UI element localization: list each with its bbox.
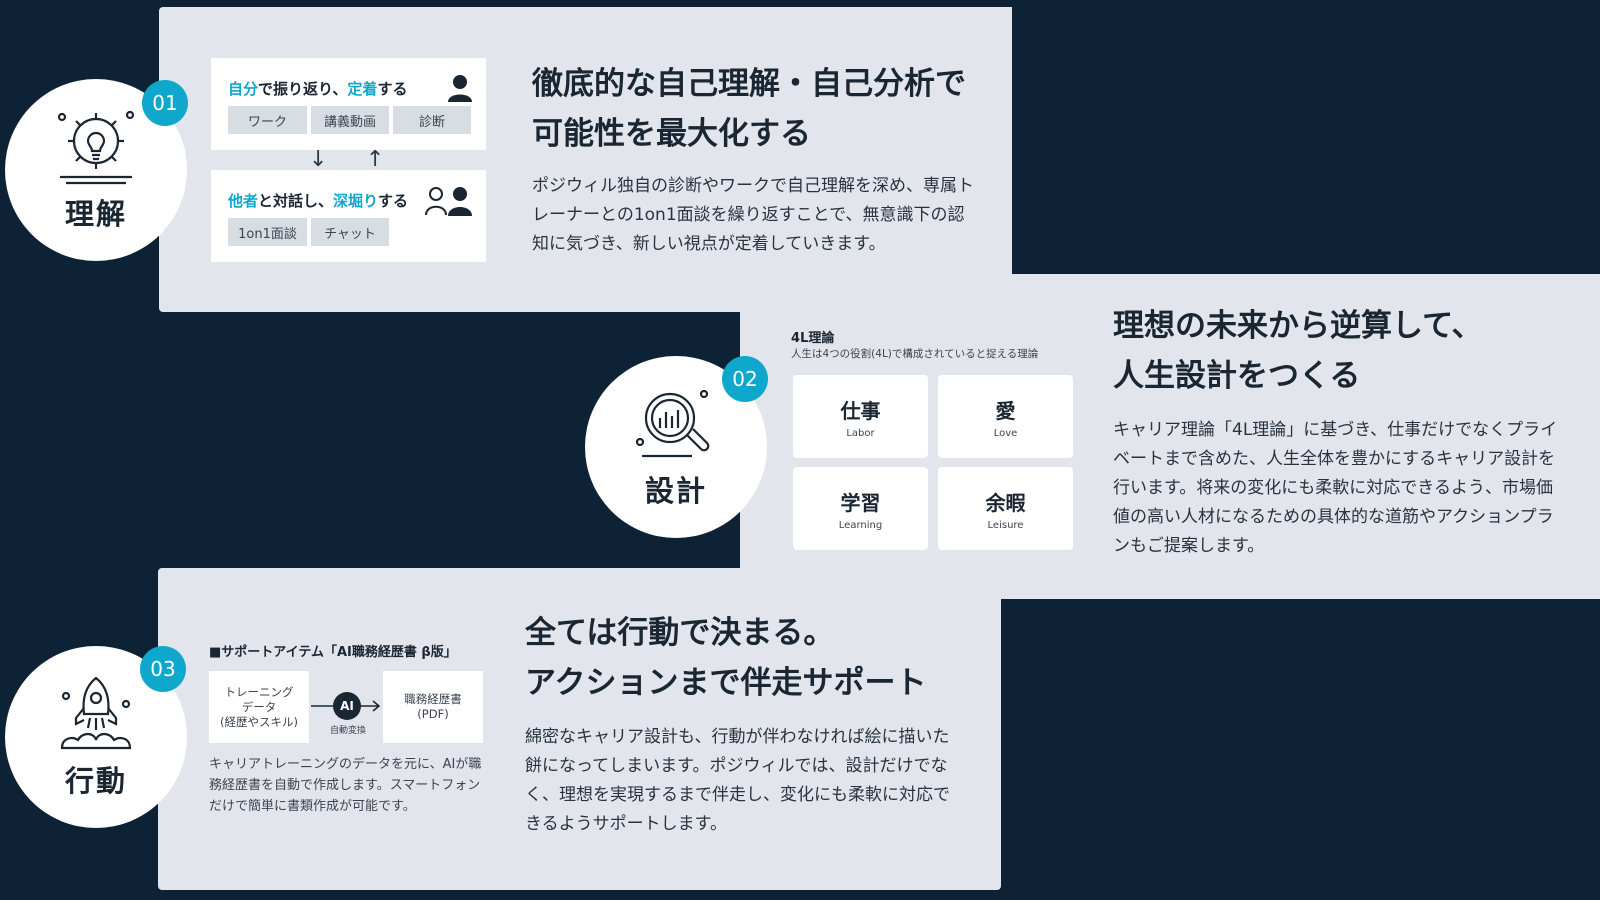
tag-1on1: 1on1面談 <box>228 218 307 246</box>
fourl-card-leisure: 余暇 Leisure <box>938 467 1073 550</box>
fourl-card-learning: 学習 Learning <box>793 467 928 550</box>
step1-number-badge: 01 <box>142 80 188 126</box>
step3-heading: 全ては行動で決まる。 アクションまで伴走サポート <box>525 615 927 701</box>
fourl-card-labor: 仕事 Labor <box>793 375 928 458</box>
self-reflection-title: 自分で振り返り、定着する <box>228 80 408 98</box>
arrow-down-icon: ↓ <box>309 147 328 172</box>
person-icon <box>448 75 472 102</box>
step2-body: キャリア理論「4L理論」に基づき、仕事だけでなくプライベートまで含めた、人生全体… <box>1113 420 1558 556</box>
resume-output-box: 職務経歴書 (PDF) <box>383 671 483 743</box>
step3-panel: ■サポートアイテム「AI職務経歴書 β版」 トレーニング データ (経歴やスキル… <box>158 568 1001 890</box>
tag-diagnosis: 診断 <box>393 106 471 134</box>
tag-lecture-video: 講義動画 <box>311 106 389 134</box>
step2-badge-circle: 設計 <box>585 356 767 538</box>
ai-badge: AI <box>333 692 361 720</box>
fourl-title: 4L理論 <box>791 331 835 346</box>
gear-bulb-icon <box>57 110 135 185</box>
rocket-icon <box>60 676 132 750</box>
step2-label: 設計 <box>644 474 707 508</box>
step2-heading: 理想の未来から逆算して、 人生設計をつくる <box>1113 308 1483 394</box>
step2-panel: 4L理論 人生は4つの役割(4L)で構成されていると捉える理論 仕事 Labor… <box>740 274 1600 599</box>
two-people-icon <box>425 187 472 216</box>
dialogue-card: 他者と対話し、深堀りする 1on1面談 チャット <box>211 170 486 262</box>
support-item-title: ■サポートアイテム「AI職務経歴書 β版」 <box>209 645 457 660</box>
step3-label: 行動 <box>64 764 127 798</box>
tag-chat: チャット <box>311 218 389 246</box>
step1-panel: 自分で振り返り、定着する ワーク 講義動画 診断 ↓ ↑ 他者と対話し、深堀りす… <box>159 7 1012 312</box>
support-description: キャリアトレーニングのデータを元に、AIが職務経歴書を自動で作成します。スマート… <box>209 757 482 814</box>
step1-body: ポジウィル独自の診断やワークで自己理解を深め、専属トレーナーとの1on1面談を繰… <box>532 176 974 254</box>
arrow-up-icon: ↑ <box>366 147 385 172</box>
training-data-box: トレーニング データ (経歴やスキル) <box>209 671 309 743</box>
step3-number-badge: 03 <box>140 646 186 692</box>
step3-body: 綿密なキャリア設計も、行動が伴わなければ絵に描いた餅になってしまいます。ポジウィ… <box>525 727 950 834</box>
step1-label: 理解 <box>64 197 127 231</box>
tag-work: ワーク <box>228 106 307 134</box>
fourl-subtitle: 人生は4つの役割(4L)で構成されていると捉える理論 <box>791 348 1039 360</box>
step2-number-badge: 02 <box>722 356 768 402</box>
dialogue-title: 他者と対話し、深堀りする <box>228 192 409 210</box>
self-reflection-card: 自分で振り返り、定着する ワーク 講義動画 診断 <box>211 58 486 150</box>
step1-heading: 徹底的な自己理解・自己分析で 可能性を最大化する <box>532 66 966 152</box>
ai-caption: 自動変換 <box>330 726 367 736</box>
fourl-card-love: 愛 Love <box>938 375 1073 458</box>
magnifier-chart-icon <box>635 389 710 458</box>
